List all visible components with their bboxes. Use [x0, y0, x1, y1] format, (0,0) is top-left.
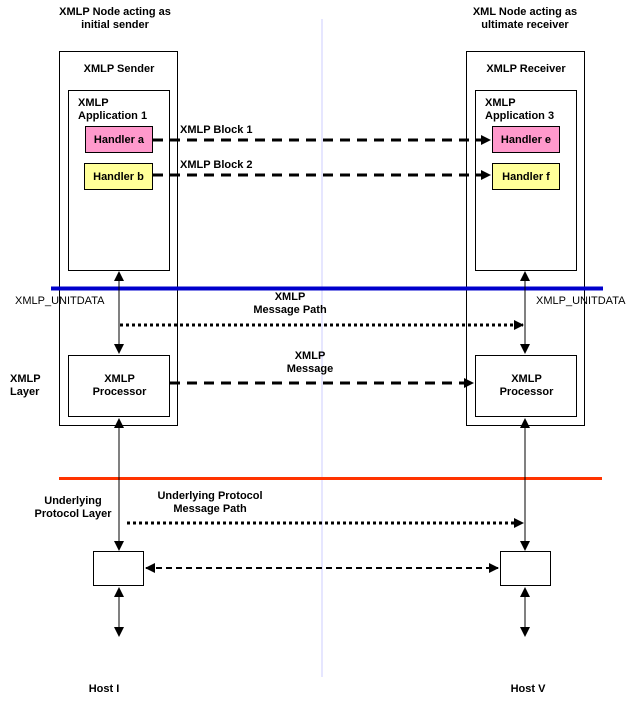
sender-title: XMLP Sender [83, 63, 155, 75]
sender-caption-line2: initial sender [81, 19, 149, 31]
message-line1: XMLP [294, 350, 326, 362]
sender-application-label: XMLP Application 1 [78, 97, 147, 123]
underlying-path-line1: Underlying Protocol [157, 490, 263, 502]
xmlp-layer-line2: Layer [10, 386, 40, 398]
xmlp-layer-label: XMLP Layer [10, 373, 41, 399]
underlying-path-line2: Message Path [173, 503, 247, 515]
sender-host-box [93, 551, 144, 586]
receiver-caption-line2: ultimate receiver [481, 19, 569, 31]
receiver-application-label: XMLP Application 3 [485, 97, 554, 123]
sender-application-line1: XMLP [78, 97, 109, 109]
receiver-processor-line1: XMLP [511, 373, 542, 385]
underlying-layer-label: Underlying Protocol Layer [28, 495, 118, 521]
receiver-host-box [500, 551, 551, 586]
sender-caption-line1: XMLP Node acting as [59, 6, 171, 18]
sender-processor-line1: XMLP [104, 373, 135, 385]
receiver-node-caption: XML Node acting as ultimate receiver [450, 6, 600, 32]
handler-a[interactable]: Handler a [85, 126, 153, 153]
sender-processor-line2: Processor [92, 386, 147, 398]
receiver-application-line2: Application 3 [485, 110, 555, 122]
xmlp-layer-line1: XMLP [10, 373, 41, 385]
sender-node-caption: XMLP Node acting as initial sender [40, 6, 190, 32]
block2-label: XMLP Block 2 [180, 159, 253, 171]
block1-label: XMLP Block 1 [180, 124, 253, 136]
underlying-layer-line2: Protocol Layer [34, 508, 112, 520]
receiver-processor-box [475, 355, 577, 417]
sender-processor-label: XMLP Processor [69, 373, 170, 399]
receiver-caption-line1: XML Node acting as [472, 6, 578, 18]
handler-f[interactable]: Handler f [492, 163, 560, 190]
message-path-label: XMLP Message Path [215, 291, 365, 317]
message-line2: Message [286, 363, 334, 375]
receiver-processor-line2: Processor [499, 386, 554, 398]
underlying-layer-line1: Underlying [44, 495, 102, 507]
message-path-line1: XMLP [274, 291, 306, 303]
handler-e[interactable]: Handler e [492, 126, 560, 153]
handler-b[interactable]: Handler b [84, 163, 153, 190]
receiver-host-label: Host V [510, 683, 546, 695]
unitdata-left-label: XMLP_UNITDATA [15, 295, 105, 307]
sender-application-line2: Application 1 [78, 110, 148, 122]
sender-processor-box [68, 355, 170, 417]
receiver-title: XMLP Receiver [486, 63, 566, 75]
unitdata-right-label: XMLP_UNITDATA [536, 295, 626, 307]
sender-host-label: Host I [88, 683, 120, 695]
message-label: XMLP Message [250, 350, 370, 376]
underlying-path-label: Underlying Protocol Message Path [150, 490, 270, 516]
message-path-line2: Message Path [253, 304, 327, 316]
receiver-application-line1: XMLP [485, 97, 516, 109]
receiver-processor-label: XMLP Processor [476, 373, 577, 399]
